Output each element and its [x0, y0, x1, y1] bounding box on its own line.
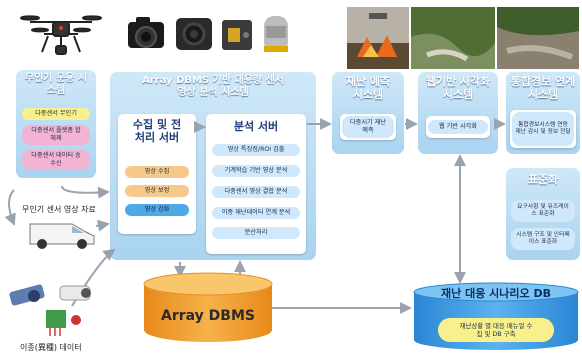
hetero-data-label: 이종(異種) 데이터 [20, 343, 82, 352]
alert-panel: 통합경보 연계 시스템 통합경보시스템 연동 재난 감시 및 정보 전달 [506, 72, 580, 154]
uav-item-3: 다중센서 데이터 송수신 [22, 150, 90, 170]
scenario-db-item: 재난상황 별 대응 매뉴얼 수집 및 DB 구축 [438, 318, 554, 342]
collection-item-1: 영상 수집 [125, 166, 189, 178]
standard-panel: 표준화 요구사항 및 유즈케이스 표준화 시스템 구조 및 인터페이스 표준화 [506, 168, 580, 260]
collection-item-3: 영상 강화 [125, 204, 189, 216]
standard-item-2: 시스템 구조 및 인터페이스 표준화 [511, 228, 575, 250]
visualization-panel: 웹기반 시각화 시스템 웹 기반 시각화 [418, 72, 498, 154]
analysis-item-3: 다중센서 영상 결합 분석 [212, 186, 300, 198]
uav-sensor-label: 무인기 센서 영상 자료 [22, 205, 96, 214]
analysis-item-5: 분산처리 [212, 227, 300, 239]
uav-system-panel: 무인기 운용 시스템 다중센서 무인기 다중센서 플랫폼 합체제 다중센서 데이… [16, 70, 96, 178]
sensor-devices-image [9, 284, 91, 336]
scenario-db-title: 재난 대응 시나리오 DB [441, 287, 551, 300]
visualization-title: 웹기반 시각화 시스템 [425, 75, 491, 101]
forecast-panel: 재난 예측 시스템 다중시기 재난 예측 [332, 72, 404, 154]
alert-item: 통합경보시스템 연동 재난 감시 및 정보 전달 [512, 112, 574, 146]
array-dbms-cylinder [143, 272, 273, 342]
collection-server-title: 수집 및 전처리 서버 [132, 118, 182, 145]
uav-item-1: 다중센서 무인기 [22, 108, 90, 120]
analysis-item-4: 이종 재난데이터 연계 분석 [212, 207, 300, 219]
collection-server-box: 수집 및 전처리 서버 영상 수집 영상 보정 영상 강화 [118, 114, 196, 234]
forecast-title: 재난 예측 시스템 [345, 75, 391, 101]
uav-item-2: 다중센서 플랫폼 합체제 [22, 125, 90, 145]
van-image [29, 223, 95, 249]
standard-item-1: 요구사항 및 유즈케이스 표준화 [511, 200, 575, 222]
camera-images [128, 16, 288, 52]
analysis-server-box: 분석 서버 영상 특징점/ROI 검출 기계학습 기반 영상 분석 다중센서 영… [206, 114, 306, 254]
drone-image [20, 15, 102, 55]
analysis-item-1: 영상 특징점/ROI 검출 [212, 144, 300, 156]
analysis-server-title: 분석 서버 [233, 120, 279, 133]
main-system-title: Array DBMS 기반 대용량 센서 영상 분석 시스템 [142, 75, 284, 98]
uav-system-title: 무인기 운용 시스템 [24, 73, 88, 96]
visualization-item: 웹 기반 시각화 [428, 120, 488, 134]
array-dbms-label: Array DBMS [161, 308, 255, 324]
standard-title: 표준화 [527, 173, 559, 186]
alert-title: 통합경보 연계 시스템 [510, 75, 576, 101]
disaster-photos [347, 7, 579, 69]
analysis-item-2: 기계학습 기반 영상 분석 [212, 165, 300, 177]
forecast-item: 다중시기 재난 예측 [342, 116, 394, 138]
collection-item-2: 영상 보정 [125, 185, 189, 197]
